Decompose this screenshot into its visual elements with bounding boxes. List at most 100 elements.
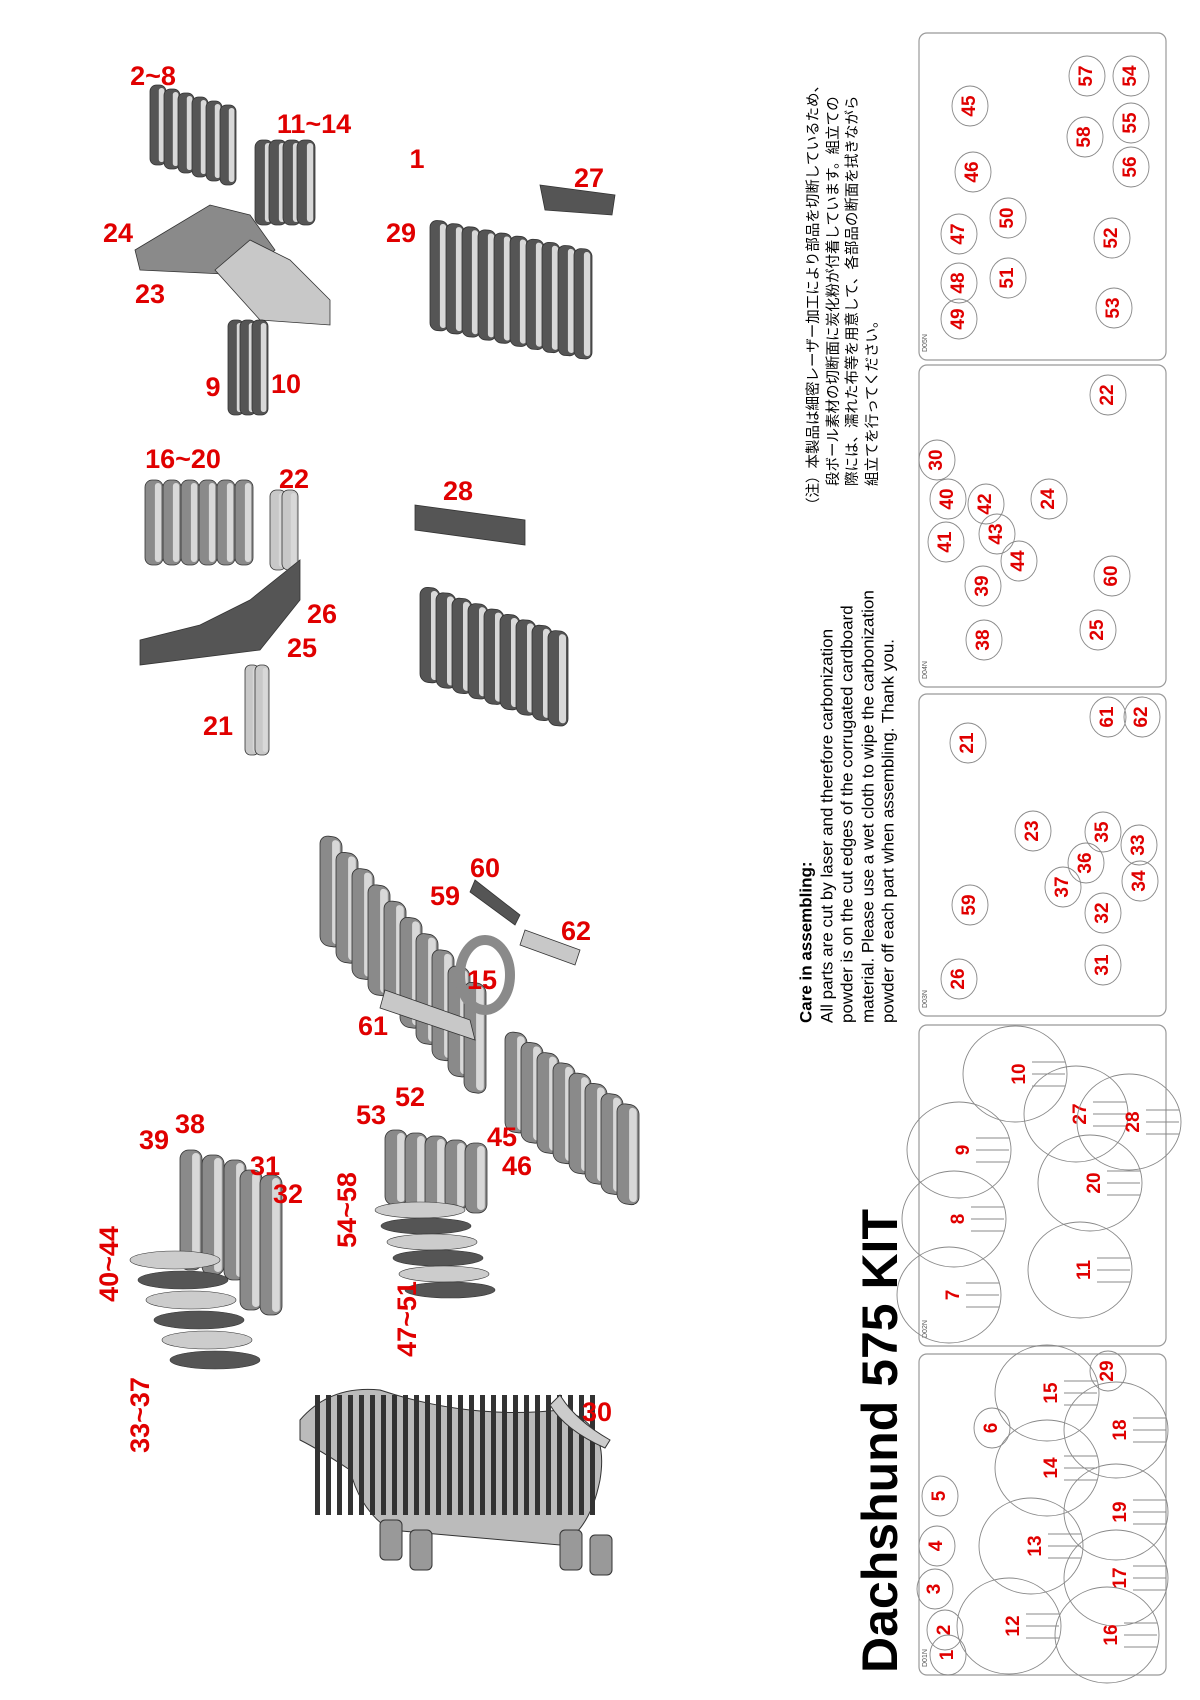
sheet-part-number: 11 (1074, 1260, 1095, 1281)
dog-slice (370, 1395, 375, 1515)
paw-slice (161, 1330, 253, 1350)
part-outline (989, 257, 1027, 299)
part-outline (1023, 1065, 1129, 1163)
part-outline (1112, 146, 1150, 188)
part-outline (921, 1475, 959, 1517)
sheet-part-number: 24 (1038, 488, 1059, 510)
sheet-border (918, 32, 1167, 361)
assembly-part-label: 39 (139, 1125, 169, 1155)
care-line: powder is on the cut edges of the corrug… (837, 605, 857, 1023)
part-outline (929, 478, 967, 520)
paw-slice (386, 1233, 478, 1251)
sheet-part-number: 33 (1128, 834, 1149, 855)
plate-62 (519, 929, 581, 966)
slice-highlight (154, 483, 162, 562)
part-outline (929, 1634, 967, 1676)
dog-slice (590, 1395, 595, 1515)
slice-highlight (172, 92, 179, 166)
part-outline (1068, 55, 1106, 97)
sheet-code: D05N (922, 334, 929, 352)
sheet-part-number: 35 (1092, 821, 1113, 843)
sheet-part-number: 47 (948, 223, 969, 244)
part-outline (1027, 1221, 1133, 1319)
part-outline (1095, 287, 1133, 329)
slice-highlight (567, 248, 575, 353)
part-outline (951, 85, 989, 127)
sheet-part-number: 28 (1123, 1111, 1144, 1132)
assembly-part-label: 2~8 (130, 61, 176, 91)
assembly-part-label: 29 (386, 218, 416, 248)
assembly-part-label: 61 (358, 1011, 388, 1041)
assembly-part-label: 59 (430, 881, 460, 911)
dog-slice (436, 1395, 441, 1515)
part-outline (989, 197, 1027, 239)
sheet-code: D02N (922, 1320, 929, 1338)
sheet-part-number: 60 (1101, 565, 1122, 586)
part-outline (1089, 374, 1127, 416)
sheet-part-number: 16 (1101, 1624, 1122, 1645)
assembly-part-label: 1 (409, 144, 424, 174)
sheet-part-number: 45 (959, 95, 980, 117)
part-outline (962, 1025, 1068, 1123)
slice-highlight (503, 236, 511, 341)
paw-slice (153, 1310, 245, 1330)
slice-highlight (214, 1158, 222, 1272)
assembly-part-label: 15 (467, 965, 497, 995)
sheet-part-number: 48 (948, 272, 969, 293)
sheet-part-number: 13 (1025, 1535, 1046, 1556)
assembly-part-label: 52 (395, 1082, 425, 1112)
sheet-part-number: 18 (1110, 1419, 1131, 1440)
part-outline (1120, 824, 1158, 866)
slice-highlight (487, 233, 495, 338)
dog-leg (409, 1529, 433, 1571)
slice-highlight (290, 493, 297, 567)
assembly-part-label: 47~51 (392, 1281, 422, 1357)
dog-slice (513, 1395, 518, 1515)
sheet-part-number: 62 (1131, 706, 1152, 727)
part-outline (1079, 609, 1117, 651)
part-outline (1067, 842, 1105, 884)
sheet-part-number: 1 (937, 1649, 958, 1660)
slice-highlight (559, 634, 566, 724)
part-outline (1093, 555, 1131, 597)
dog-slice (403, 1395, 408, 1515)
dog-slice (502, 1395, 507, 1515)
sheet-part-number: 15 (1041, 1382, 1062, 1404)
sheet-part-number: 23 (1022, 820, 1043, 841)
base-plate-26-25 (139, 559, 301, 666)
sheet-part-number: 4 (926, 1540, 947, 1551)
part-outline (940, 298, 978, 340)
spine-slices-b (504, 1031, 640, 1206)
assembly-part-label: 45 (487, 1122, 517, 1152)
part-outline (901, 1170, 1007, 1268)
sheet-border (918, 1024, 1167, 1347)
sheet-part-number: 55 (1120, 112, 1141, 134)
sheet-code: D04N (922, 661, 929, 679)
slice-highlight (260, 323, 267, 412)
ear-slices-9-10 (227, 319, 269, 416)
chest-slices-16-20 (144, 479, 254, 566)
sheet-part-number: 7 (943, 1290, 964, 1301)
part-outline (1076, 1073, 1182, 1171)
slice-highlight (172, 483, 180, 562)
slice-highlight (214, 104, 221, 178)
sheet-part-number: 26 (948, 968, 969, 989)
dog-leg (379, 1519, 403, 1561)
dog-leg (559, 1529, 583, 1571)
sheet-part-number: 43 (986, 523, 1007, 544)
slice-highlight (535, 242, 543, 347)
sheet-part-number: 42 (975, 493, 996, 514)
slice-highlight (519, 239, 527, 344)
body-slices-1-29 (429, 220, 593, 360)
sheet-part-number: 32 (1092, 902, 1113, 923)
paw-slice (137, 1270, 229, 1290)
leg-21 (244, 664, 270, 756)
plate-60 (469, 879, 521, 926)
part-outline (1063, 1463, 1169, 1561)
part-outline (1063, 1381, 1169, 1479)
sheet-code: D03N (922, 990, 929, 1008)
dog-slice (480, 1395, 485, 1515)
ring-15 (455, 935, 515, 1015)
